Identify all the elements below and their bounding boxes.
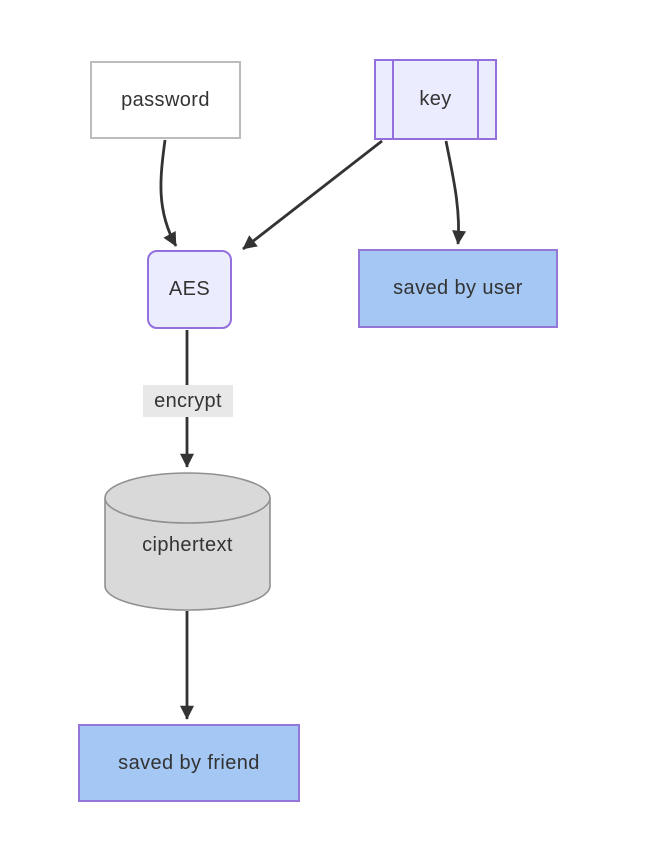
node-key-label: key [419,88,452,110]
node-saved-by-user: saved by user [358,249,558,328]
node-saved-by-friend: saved by friend [78,724,300,802]
node-password: password [90,61,241,139]
node-aes: AES [147,250,232,329]
node-aes-label: AES [168,278,211,300]
subroutine-divider-left [392,61,394,138]
edge-label-encrypt: encrypt [143,385,233,417]
subroutine-divider-right [477,61,479,138]
node-key: key [374,59,497,140]
node-saved-by-user-label: saved by user [393,277,523,299]
node-ciphertext-shape [104,472,271,611]
node-saved-by-friend-label: saved by friend [118,751,260,774]
node-password-label: password [121,88,210,111]
edge-key-to-aes [242,139,383,251]
edge-password-to-aes [159,139,178,247]
node-ciphertext-label: ciphertext [142,533,233,556]
node-ciphertext-label-box: ciphertext [105,500,270,590]
edge-label-encrypt-text: encrypt [154,389,222,412]
edge-key-to-saved-by-user [444,140,467,245]
